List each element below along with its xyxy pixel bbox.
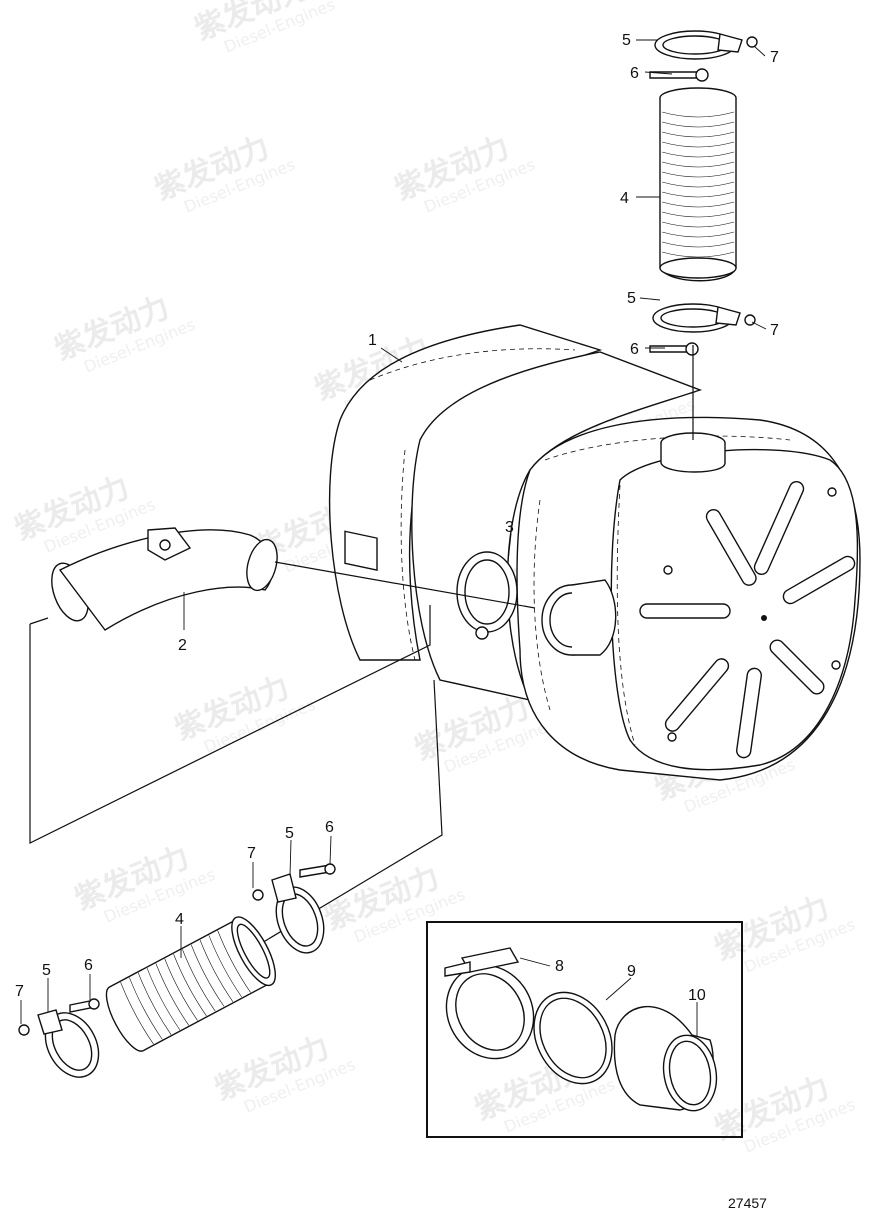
v-band-clamp-8 (444, 947, 535, 1060)
callout-5-top-a: 5 (622, 32, 631, 49)
callout-7-top-b: 7 (770, 322, 779, 339)
inlet-pipe-2 (51, 527, 536, 631)
callout-2: 2 (178, 637, 187, 654)
adapter-sleeve-10 (613, 1006, 718, 1112)
callout-5-low: 5 (42, 962, 51, 979)
callout-6-mid: 6 (325, 819, 334, 836)
inset-detail-box (426, 921, 743, 1138)
callout-10: 10 (688, 987, 706, 1004)
callout-7-low: 7 (15, 983, 24, 1000)
top-flex-pipe-assembly (649, 30, 758, 440)
end-cap-ribs (639, 481, 856, 759)
reference-number: 27457 (728, 1195, 767, 1211)
callout-7-mid: 7 (247, 845, 256, 862)
callout-1: 1 (368, 332, 377, 349)
callout-leaders (20, 39, 767, 1036)
callout-4-bottom: 4 (175, 911, 184, 928)
callout-6-top-a: 6 (630, 65, 639, 82)
callout-5-mid: 5 (285, 825, 294, 842)
callout-5-top-b: 5 (627, 290, 636, 307)
callout-labels: 1 2 3 4 5 6 7 5 6 7 7 5 6 4 7 5 6 8 9 10 (15, 32, 779, 1004)
callout-7-top-a: 7 (770, 49, 779, 66)
callout-6-top-b: 6 (630, 341, 639, 358)
callout-6-low: 6 (84, 957, 93, 974)
lower-flex-pipe-assembly (18, 863, 336, 1078)
callout-9: 9 (627, 963, 636, 980)
callout-8: 8 (555, 958, 564, 975)
callout-4-top: 4 (620, 190, 629, 207)
silencer-box (328, 324, 861, 781)
callout-3: 3 (505, 519, 514, 536)
